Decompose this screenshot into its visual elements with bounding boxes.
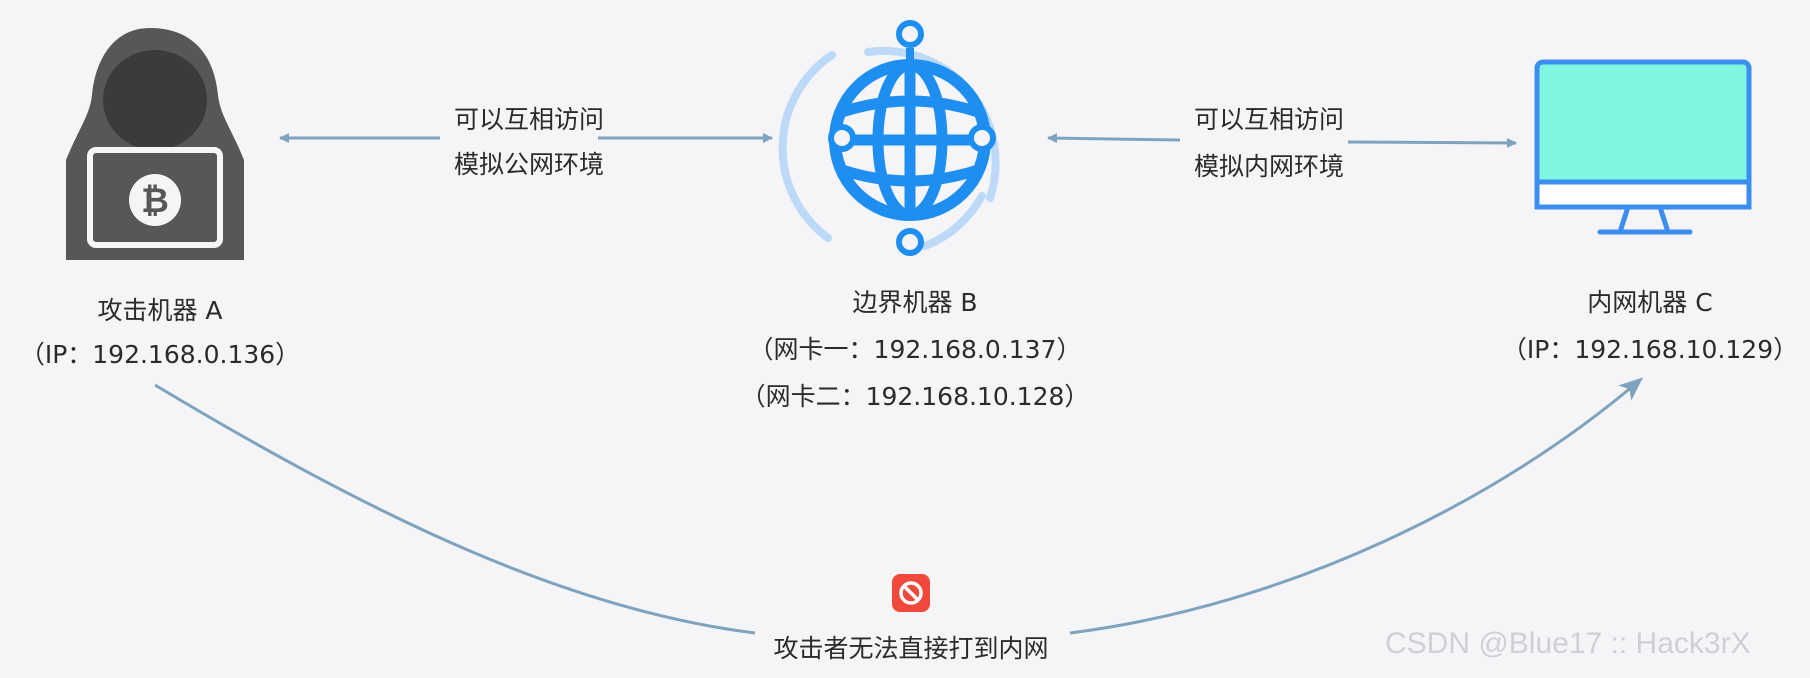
edge-ac-label: 攻击者无法直接打到内网	[773, 634, 1049, 663]
no-entry-icon	[892, 574, 930, 612]
globe-network-icon	[778, 20, 1000, 256]
node-b-nic1: （网卡一：192.168.0.137）	[748, 335, 1082, 364]
edge-bc-label-2: 模拟内网环境	[1193, 152, 1345, 181]
hacker-icon: ₿	[66, 28, 244, 260]
edge-bc-label-1: 可以互相访问	[1193, 105, 1345, 134]
edge-b-c	[1047, 133, 1517, 148]
edge-ab-label-2: 模拟公网环境	[453, 150, 605, 179]
monitor-icon	[1534, 59, 1752, 235]
node-a-name: 攻击机器 A	[97, 296, 223, 325]
edge-ab-label-1: 可以互相访问	[453, 105, 605, 134]
edge-a-c-blocked	[154, 377, 1644, 635]
node-c-ip: （IP：192.168.10.129）	[1501, 335, 1799, 364]
node-a-ip: （IP：192.168.0.136）	[19, 340, 301, 369]
node-c-name: 内网机器 C	[1587, 288, 1713, 317]
svg-text:₿: ₿	[141, 181, 169, 221]
watermark: CSDN @Blue17 :: Hack3rX	[1385, 627, 1751, 660]
node-b-name: 边界机器 B	[852, 288, 978, 317]
node-b-nic2: （网卡二：192.168.10.128）	[740, 382, 1090, 411]
